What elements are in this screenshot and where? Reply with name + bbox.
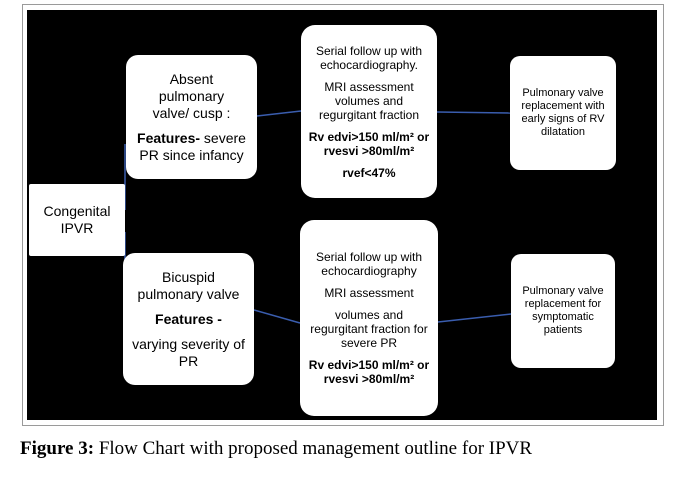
followup-absent-line-4: rvef<47% xyxy=(342,165,396,180)
followup-absent-line-1: Serial follow up with echocardiography. xyxy=(315,43,423,72)
figure-caption: Figure 3: Flow Chart with proposed manag… xyxy=(20,438,680,460)
absent-features-text: severe PR since infancy xyxy=(139,129,246,163)
followup-bicuspid-node: Serial follow up with echocardiography M… xyxy=(300,220,438,416)
absent-line-2: pulmonary xyxy=(158,87,225,104)
bicuspid-features-label: Features - xyxy=(155,310,222,327)
root-line-1: Congenital xyxy=(43,203,111,219)
followup-absent-line-3: Rv edvi>150 ml/m² or rvesvi >80ml/m² xyxy=(308,129,430,158)
followup-bicuspid-line-3: volumes and regurgitant fraction for sev… xyxy=(310,308,428,350)
caption-label: Figure 3: xyxy=(20,438,95,459)
outcome-bicuspid-text: Pulmonary valve replacement for symptoma… xyxy=(522,285,604,336)
outcome-absent-node: Pulmonary valve replacement with early s… xyxy=(510,56,616,170)
followup-absent-line-2: MRI assessment volumes and regurgitant f… xyxy=(318,79,420,122)
root-line-2: IPVR xyxy=(60,220,94,236)
caption-text: Flow Chart with proposed management outl… xyxy=(94,438,533,459)
absent-features: Features- severe PR since infancy xyxy=(132,130,251,164)
followup-bicuspid-line-1: Serial follow up with echocardiography xyxy=(315,250,423,278)
outcome-bicuspid-node: Pulmonary valve replacement for symptoma… xyxy=(511,254,615,368)
absent-line-1: Absent xyxy=(169,70,214,87)
bicuspid-line-2: pulmonary valve xyxy=(137,285,240,302)
outcome-absent-text: Pulmonary valve replacement with early s… xyxy=(521,87,605,138)
followup-bicuspid-line-2: MRI assessment xyxy=(324,286,414,300)
bicuspid-line-1: Bicuspid xyxy=(162,268,215,285)
followup-bicuspid-line-4: Rv edvi>150 ml/m² or rvesvi >80ml/m² xyxy=(308,358,430,386)
followup-absent-node: Serial follow up with echocardiography. … xyxy=(301,25,437,198)
branch-absent-valve: Absent pulmonary valve/ cusp : Features-… xyxy=(126,55,257,179)
absent-features-label: Features- xyxy=(137,129,201,146)
absent-line-3: valve/ cusp : xyxy=(152,104,231,121)
bicuspid-features-text: varying severity of PR xyxy=(132,335,245,369)
root-node-congenital-ipvr: Congenital IPVR xyxy=(29,184,125,256)
branch-bicuspid-valve: Bicuspid pulmonary valve Features - vary… xyxy=(123,253,254,385)
